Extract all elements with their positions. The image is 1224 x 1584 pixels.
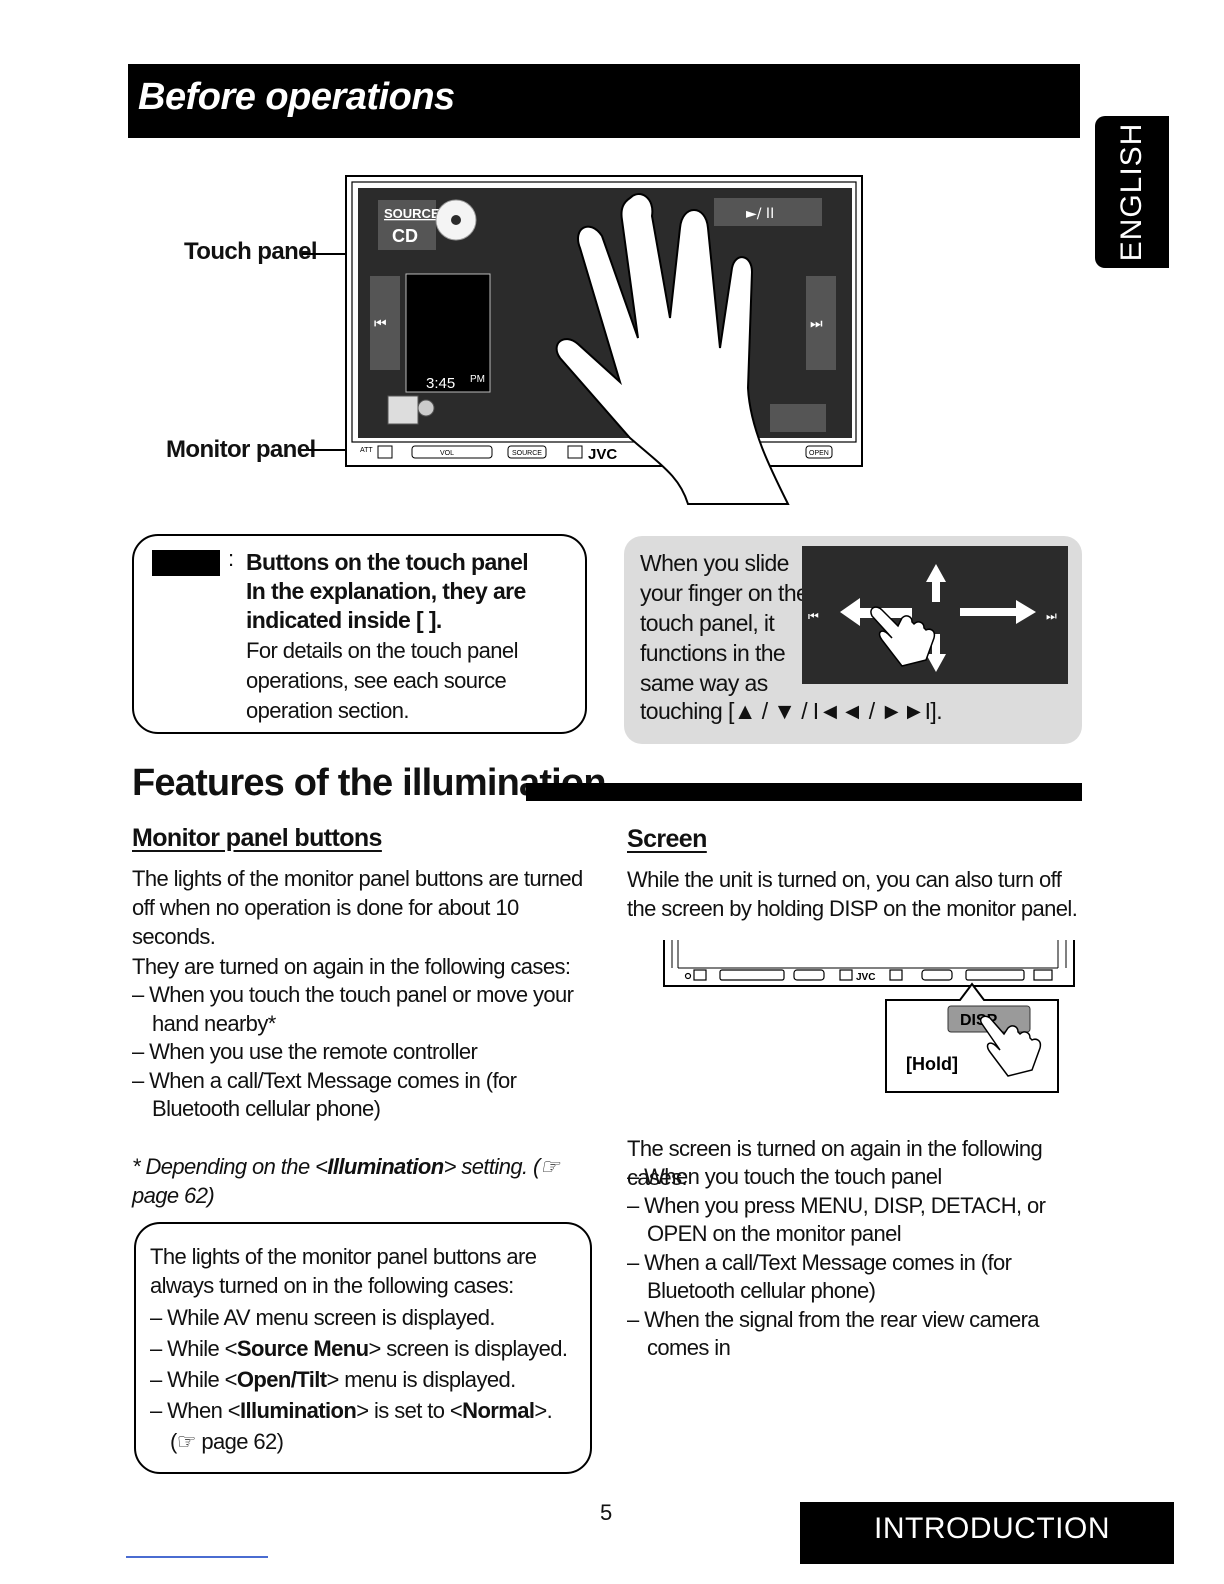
monitor-buttons-heading: Monitor panel buttons [132,824,382,852]
screen-source-label: SOURCE [384,206,440,221]
brand-logo: JVC [588,446,617,463]
hand-illustration [555,193,790,505]
monitor-panel-label: Monitor panel [166,436,316,463]
screen-ampm: PM [470,374,485,385]
cd-icon [435,199,477,241]
page-title-bar: Before operations [128,64,1080,138]
next-track-icon: ⏭ [810,316,823,332]
list-item: – When the signal from the rear view cam… [627,1306,1040,1361]
screen-brand-logo: JVC [856,972,875,983]
touch-panel-label: Touch panel [184,238,318,265]
section-tab-label: INTRODUCTION [874,1512,1110,1545]
prev-icon: ⏮ [808,609,819,623]
explanation-bold-text: Buttons on the touch panel In the explan… [246,549,529,633]
btn-open-label: OPEN [809,450,829,457]
screen-source-value: CD [392,226,418,246]
list-item: – While AV menu screen is displayed. [150,1305,495,1330]
slide-gesture-illustration: ⏮ ⏭ [802,546,1068,684]
prev-track-icon: ⏮ [374,316,387,332]
btn-att-label: ATT [360,447,373,454]
hold-label: [Hold] [906,1054,958,1074]
slide-gesture-panel: When you slide your finger on the touch … [624,536,1082,744]
footer-rule [126,1556,268,1558]
list-item: – When you touch the touch panel or move… [132,982,574,1036]
screen-cases-intro: The screen is turned on again in the fol… [627,1136,1043,1190]
pointing-hand-icon [979,1015,1042,1077]
explanation-detail: For details on the touch panel operation… [246,638,518,723]
list-item: – When a call/Text Message comes in (for… [627,1249,1012,1304]
list-item: – When you touch the touch panel [627,1164,942,1189]
language-tab: ENGLISH [1095,116,1169,268]
screen-intro: While the unit is turned on, you can als… [627,867,1078,921]
device-illustration: SOURCE CD ►/ II ⏮ ⏭ 3:45 PM ATT VOL SOUR… [302,175,863,505]
page-title: Before operations [138,76,455,118]
list-item: – While <Open/Tilt> menu is displayed. [150,1367,516,1392]
list-item: – While <Source Menu> screen is displaye… [150,1336,568,1361]
screen-heading: Screen [627,825,707,853]
always-on-box: The lights of the monitor panel buttons … [134,1222,592,1474]
monitor-buttons-cases-intro: They are turned on again in the followin… [132,954,571,979]
disp-hold-illustration: JVC DISP [Hold] [663,940,1075,1093]
up-arrow-icon [926,564,946,602]
monitor-buttons-cases-list: – When you touch the touch panel or move… [132,981,602,1124]
list-item: – When you use the remote controller [132,1039,478,1064]
screen-time: 3:45 [426,375,455,392]
monitor-buttons-intro: The lights of the monitor panel buttons … [132,866,583,949]
list-item: – When you press MENU, DISP, DETACH, or … [627,1192,1046,1247]
down-arrow-icon [926,634,946,672]
explanation-box: : Buttons on the touch panel In the expl… [132,534,587,734]
screen-cases-list: – When you touch the touch panel – When … [627,1163,1097,1363]
pointing-hand-icon [870,606,936,667]
always-on-intro: The lights of the monitor panel buttons … [150,1244,537,1298]
btn-vol-label: VOL [440,450,454,457]
touch-button-swatch [152,550,220,576]
list-item: – When a call/Text Message comes in (for… [132,1067,517,1122]
always-on-list: – While AV menu screen is displayed. – W… [150,1302,580,1457]
illumination-footnote: * Depending on the <Illumination> settin… [132,1154,559,1208]
page-number: 5 [600,1500,613,1525]
heading-rule [526,783,1082,801]
slide-gesture-text: When you slide your finger on the touch … [640,550,809,696]
list-item: – When <Illumination> is set to <Normal>… [150,1398,553,1454]
play-pause-icon: ►/ II [746,206,774,222]
music-icon [387,395,435,425]
right-arrow-icon [960,600,1036,624]
btn-source-label: SOURCE [512,450,542,457]
slide-gesture-buttons: touching [▲ / ▼ / I◄◄ / ►►I]. [640,698,943,724]
next-icon: ⏭ [1046,609,1057,623]
language-tab-label: ENGLISH [1115,122,1148,262]
section-tab: INTRODUCTION [800,1502,1174,1564]
